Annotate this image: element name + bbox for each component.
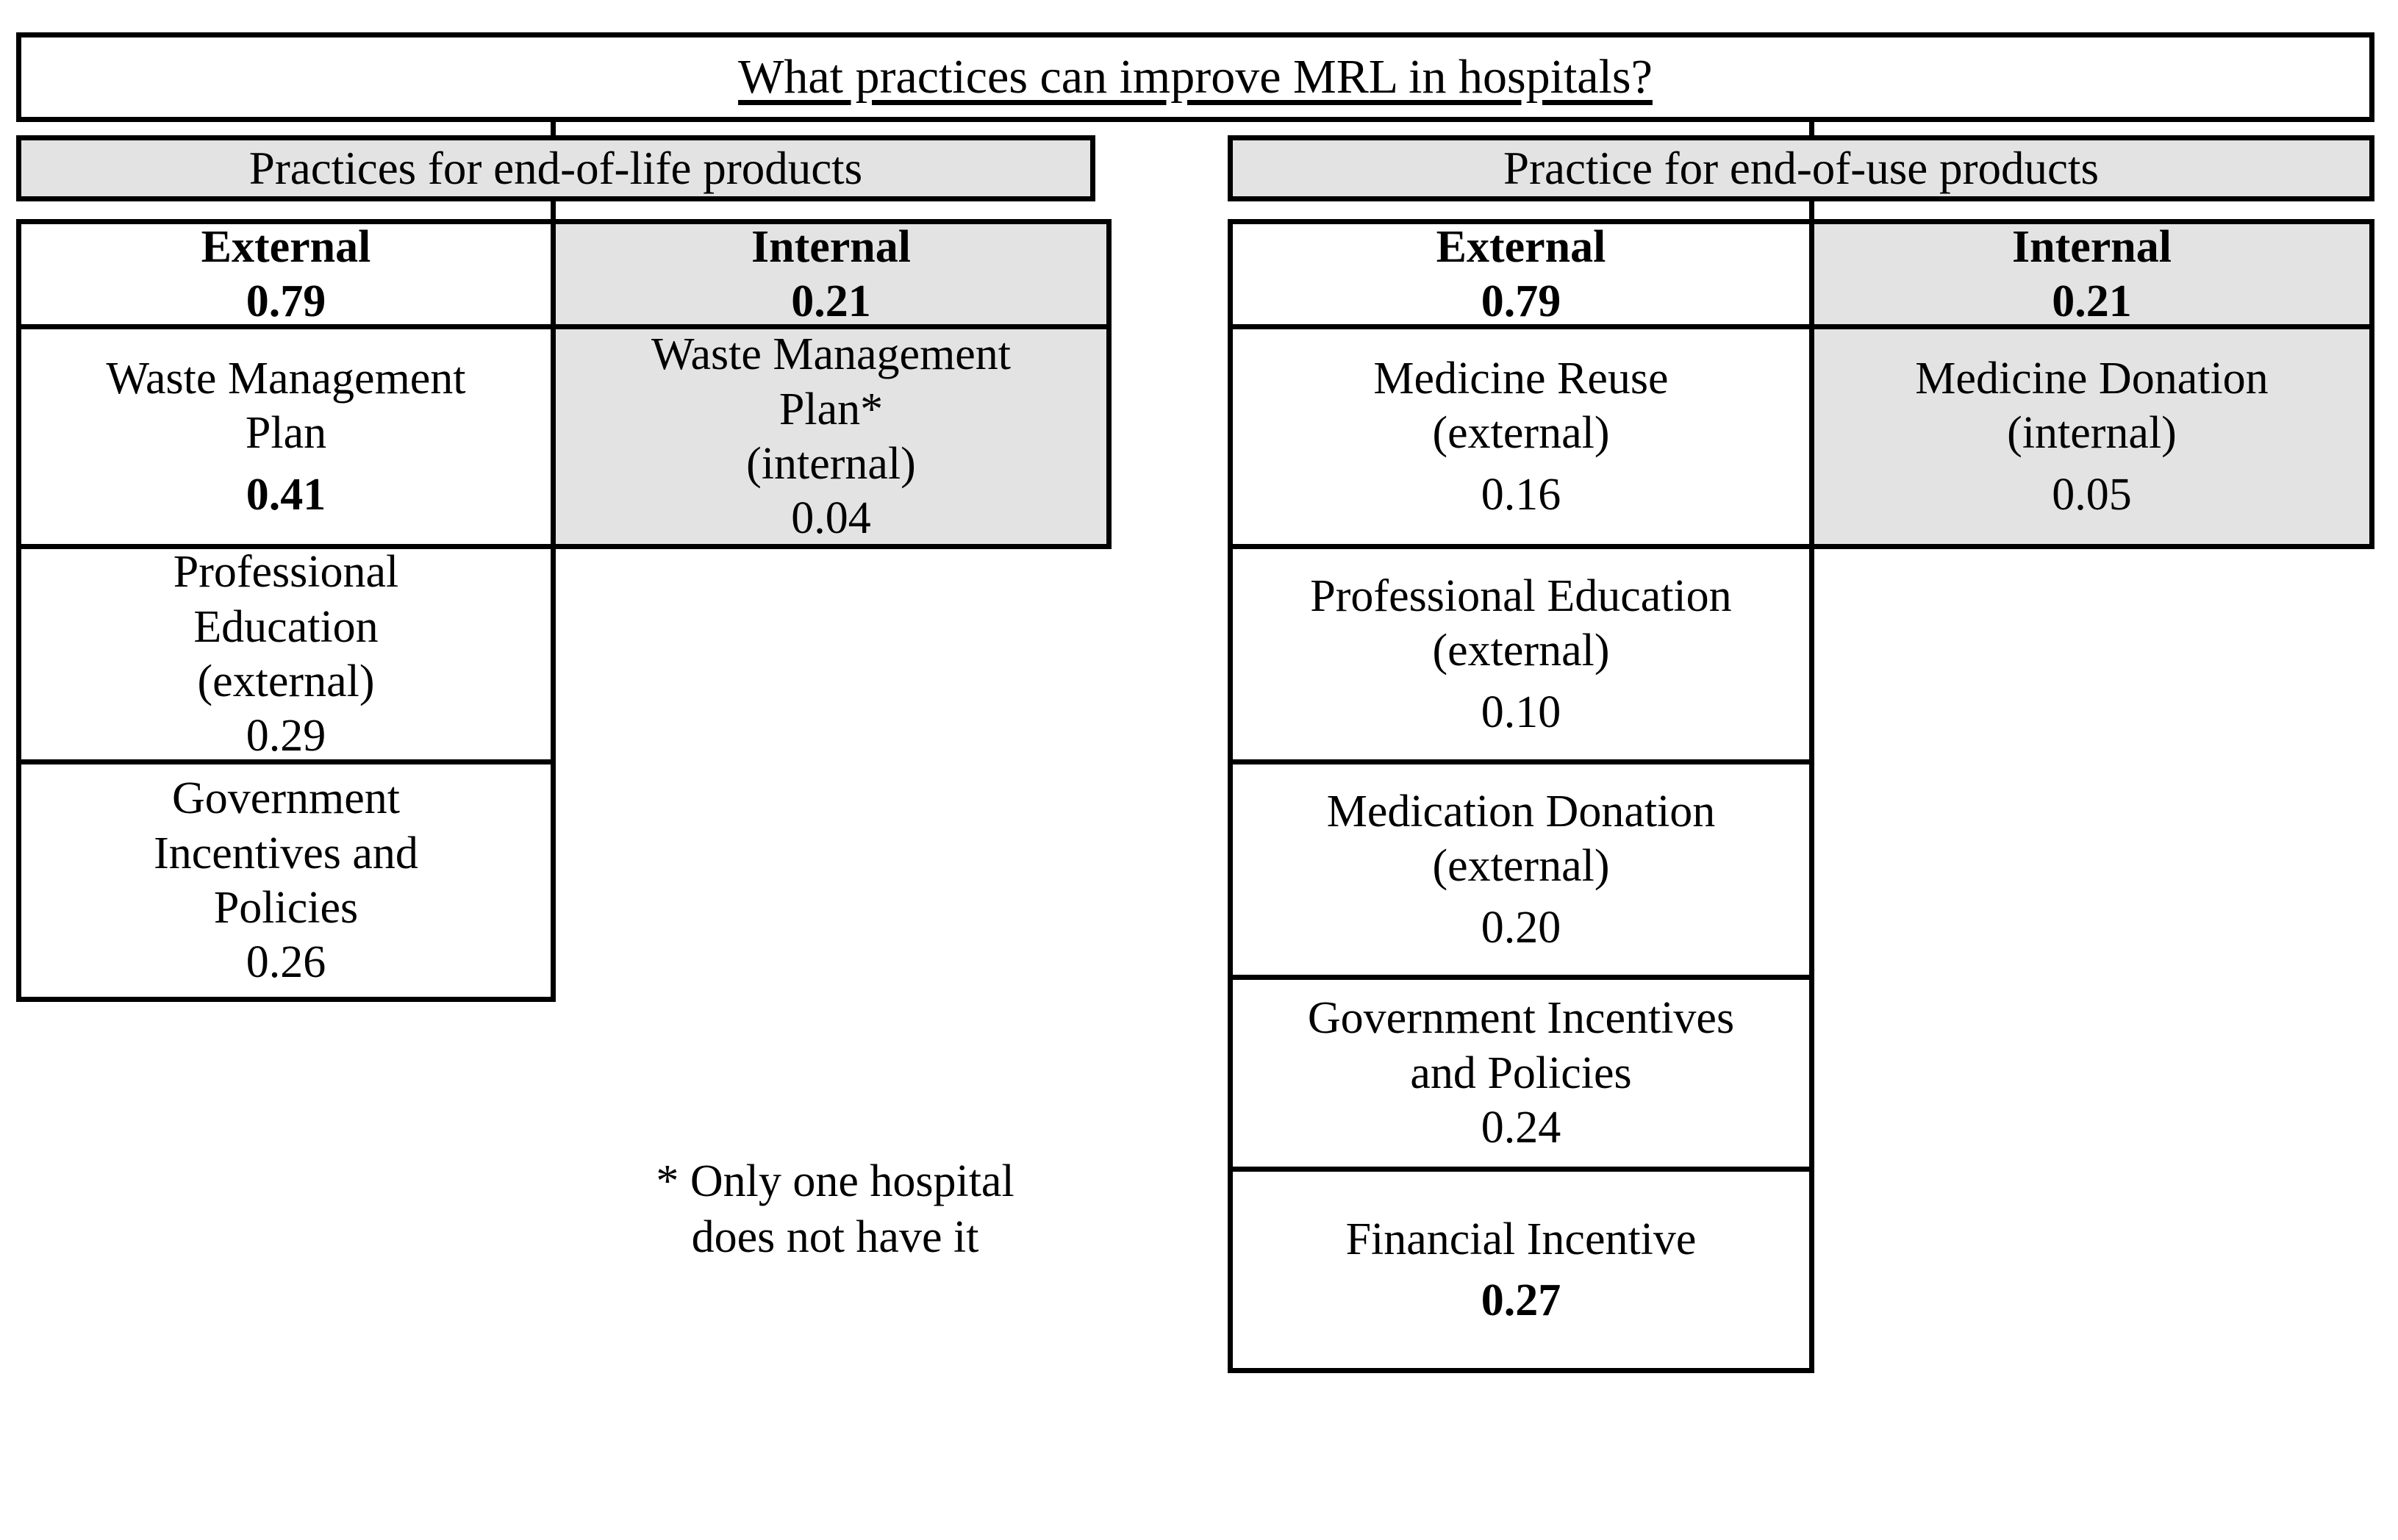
column-header-value: 0.79 bbox=[246, 276, 326, 326]
practice-value: 0.04 bbox=[791, 493, 871, 544]
practice-line: (external) bbox=[197, 656, 375, 706]
practice-value: 0.24 bbox=[1481, 1103, 1561, 1153]
practice-cell: Waste Management Plan* (internal) 0.04 bbox=[551, 324, 1112, 549]
practice-value: 0.27 bbox=[1481, 1275, 1561, 1325]
group-header-label: Practice for end-of-use products bbox=[1503, 142, 2099, 194]
practice-cell: Government Incentives and Policies 0.26 bbox=[16, 759, 556, 1002]
practice-line: (internal) bbox=[2007, 408, 2177, 459]
column-header-label: External bbox=[1436, 221, 1606, 272]
column-header-left-external: External 0.79 bbox=[16, 219, 556, 329]
page-title: What practices can improve MRL in hospit… bbox=[738, 50, 1653, 104]
practice-value: 0.05 bbox=[2052, 469, 2132, 520]
practice-line: Professional bbox=[173, 547, 399, 598]
practice-line: and Policies bbox=[1410, 1047, 1632, 1098]
connector-right-group-to-columns bbox=[1809, 201, 1814, 223]
column-header-right-internal: Internal 0.21 bbox=[1809, 219, 2374, 329]
practice-line: (external) bbox=[1432, 841, 1610, 892]
practice-cell: Medication Donation (external) 0.20 bbox=[1228, 759, 1814, 980]
practice-line: Government bbox=[172, 773, 400, 824]
practice-value: 0.26 bbox=[246, 937, 326, 988]
practice-cell: Professional Education (external) 0.29 bbox=[16, 544, 556, 764]
practice-line: (internal) bbox=[746, 439, 916, 489]
column-header-label: External bbox=[201, 221, 371, 272]
practice-value: 0.20 bbox=[1481, 902, 1561, 953]
practice-line: Incentives and bbox=[154, 828, 418, 878]
practice-line: Financial Incentive bbox=[1345, 1214, 1697, 1264]
practice-line: Medication Donation bbox=[1326, 787, 1716, 837]
footnote: * Only one hospital does not have it bbox=[556, 1154, 1114, 1265]
practice-cell: Financial Incentive 0.27 bbox=[1228, 1167, 1814, 1373]
connector-left-group-to-columns bbox=[551, 201, 556, 223]
footnote-line-1: * Only one hospital bbox=[656, 1156, 1014, 1206]
practice-line: Waste Management bbox=[106, 354, 466, 404]
column-header-label: Internal bbox=[751, 221, 911, 272]
footnote-line-2: does not have it bbox=[691, 1211, 979, 1262]
practice-value: 0.29 bbox=[246, 711, 326, 762]
practice-value: 0.41 bbox=[246, 469, 326, 520]
practice-line: Education bbox=[193, 601, 379, 652]
practice-line: Policies bbox=[213, 883, 359, 933]
practice-cell: Professional Education (external) 0.10 bbox=[1228, 544, 1814, 764]
practice-line: (external) bbox=[1432, 408, 1610, 459]
practice-line: Plan* bbox=[779, 384, 884, 434]
practice-line: (external) bbox=[1432, 626, 1610, 676]
column-header-right-external: External 0.79 bbox=[1228, 219, 1814, 329]
practice-value: 0.16 bbox=[1481, 469, 1561, 520]
column-header-value: 0.21 bbox=[2052, 276, 2132, 326]
column-header-value: 0.21 bbox=[791, 276, 871, 326]
column-header-label: Internal bbox=[2012, 221, 2172, 272]
practice-line: Medicine Reuse bbox=[1373, 354, 1669, 404]
practice-line: Government Incentives bbox=[1307, 993, 1735, 1044]
practice-line: Professional Education bbox=[1310, 571, 1732, 622]
practice-cell: Medicine Donation (internal) 0.05 bbox=[1809, 324, 2374, 549]
practice-line: Plan bbox=[245, 408, 327, 459]
group-header-end-of-use: Practice for end-of-use products bbox=[1228, 135, 2374, 201]
group-header-end-of-life: Practices for end-of-life products bbox=[16, 135, 1095, 201]
practice-cell: Waste Management Plan 0.41 bbox=[16, 324, 556, 549]
practice-value: 0.10 bbox=[1481, 687, 1561, 737]
practice-line: Medicine Donation bbox=[1915, 354, 2269, 404]
practice-line: Waste Management bbox=[651, 329, 1012, 380]
group-header-label: Practices for end-of-life products bbox=[248, 142, 863, 194]
title-box: What practices can improve MRL in hospit… bbox=[16, 32, 2374, 122]
column-header-left-internal: Internal 0.21 bbox=[551, 219, 1112, 329]
column-header-value: 0.79 bbox=[1481, 276, 1561, 326]
practice-cell: Government Incentives and Policies 0.24 bbox=[1228, 975, 1814, 1172]
practice-cell: Medicine Reuse (external) 0.16 bbox=[1228, 324, 1814, 549]
